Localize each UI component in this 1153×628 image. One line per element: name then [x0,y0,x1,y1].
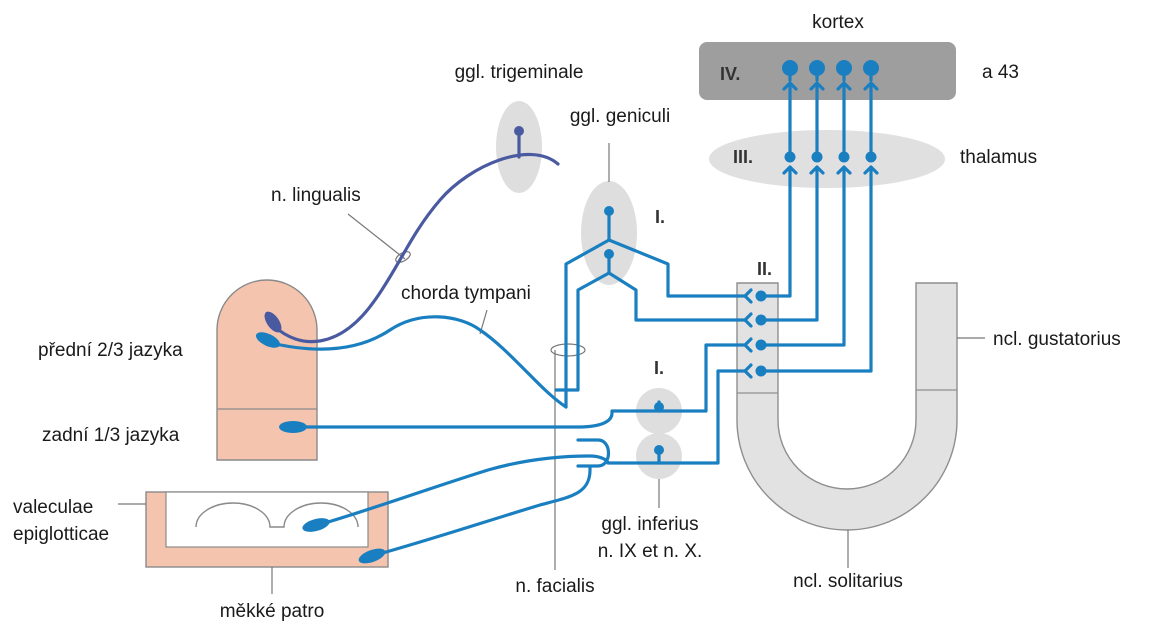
level-iv: IV. [720,64,740,84]
n-facialis-ring [551,344,585,356]
inferius-cell-2 [654,445,664,455]
label-ggl-inferius-2: n. IX et n. X. [598,541,703,562]
cortex-cell-4 [863,60,879,76]
level-iii: III. [733,147,753,167]
leader-n-lingualis [348,214,405,259]
label-chorda-tympani: chorda tympani [401,283,531,304]
label-thalamus: thalamus [960,147,1037,168]
label-predni-jazyk: přední 2/3 jazyka [38,340,183,361]
label-ncl-gustatorius: ncl. gustatorius [993,329,1121,350]
cortex-cell-3 [836,60,852,76]
mekke-patro-fiber [372,468,590,556]
label-mekke-patro: měkké patro [220,601,325,622]
facialis-loop [578,440,609,466]
label-valeculae-2: epiglotticae [13,524,109,545]
cortex-cell-1 [782,60,798,76]
label-ncl-solitarius: ncl. solitarius [793,571,903,592]
zadni-receptor [279,421,307,433]
label-ggl-geniculi: ggl. geniculi [570,106,670,127]
label-area: a 43 [982,62,1019,83]
label-zadni-jazyk: zadní 1/3 jazyka [42,425,180,446]
label-ggl-trigeminale: ggl. trigeminale [455,62,584,83]
label-n-lingualis: n. lingualis [271,185,361,206]
geniculi-cell-2 [604,249,614,259]
level-i-lower: I. [654,358,664,378]
geniculi-cell-1 [604,206,614,216]
level-ii: II. [757,259,772,279]
level-i-upper: I. [655,207,665,227]
label-kortex: kortex [812,12,864,33]
inferius-cell-1 [654,402,664,412]
label-ggl-inferius-1: ggl. inferius [601,514,698,535]
label-valeculae-1: valeculae [13,497,93,518]
tongue-shape [217,280,317,460]
trigeminal-cell-body [514,126,524,136]
label-n-facialis: n. facialis [515,576,594,597]
cortex-cell-2 [809,60,825,76]
